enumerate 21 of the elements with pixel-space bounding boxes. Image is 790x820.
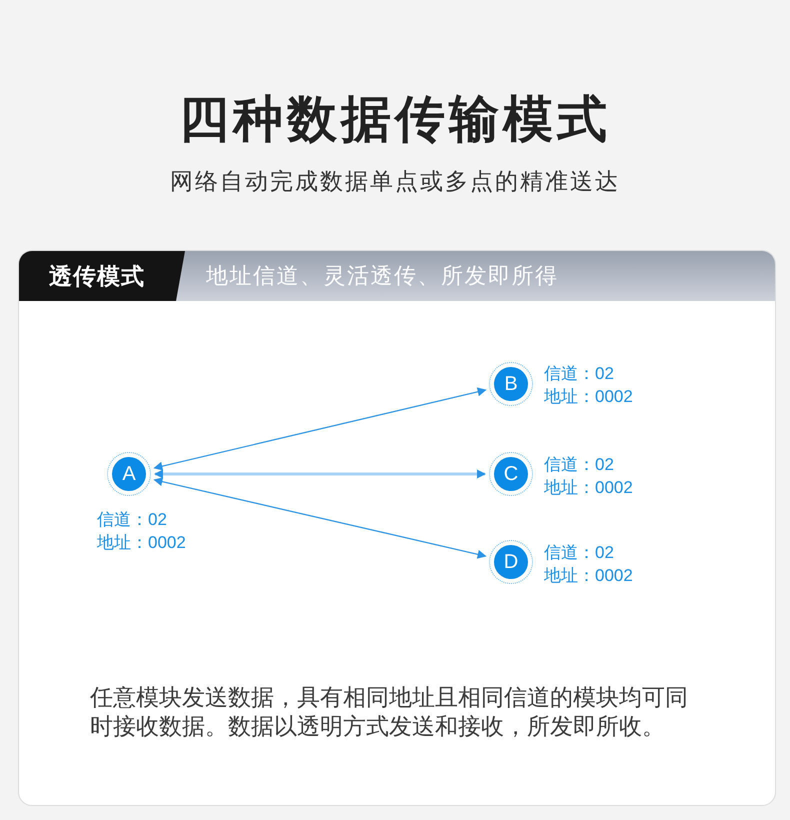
double-arrow (153, 387, 487, 471)
node-letter: B (504, 374, 518, 394)
node-info-text: 信道：02 (544, 542, 615, 564)
node-info-text: 信道：02 (544, 363, 615, 385)
node-letter: C (504, 464, 518, 484)
node-letter: D (504, 552, 518, 572)
header-text: 地址信道、灵活透传、所发即所得 (206, 263, 558, 289)
node-letter: A (122, 464, 136, 484)
node-info-text: 地址：0002 (544, 386, 633, 408)
node-info-text: 地址：0002 (544, 565, 633, 587)
node-info-text: 信道：02 (544, 454, 615, 476)
double-arrow (153, 477, 487, 559)
page-title: 四种数据传输模式 (179, 90, 611, 149)
node-info-text: 信道：02 (97, 509, 168, 531)
mode-card (18, 250, 776, 806)
mode-tab: 透传模式 (19, 251, 185, 301)
subtitle-text: 网络自动完成数据单点或多点的精准送达 (170, 167, 620, 196)
node-info-text: 地址：0002 (544, 477, 633, 499)
double-arrow (154, 470, 486, 478)
description-text: 任意模块发送数据，具有相同地址且相同信道的模块均可同时接收数据。数据以透明方式发送和接收，所发即所收。 (90, 683, 689, 741)
node-info-text: 地址：0002 (97, 532, 186, 554)
